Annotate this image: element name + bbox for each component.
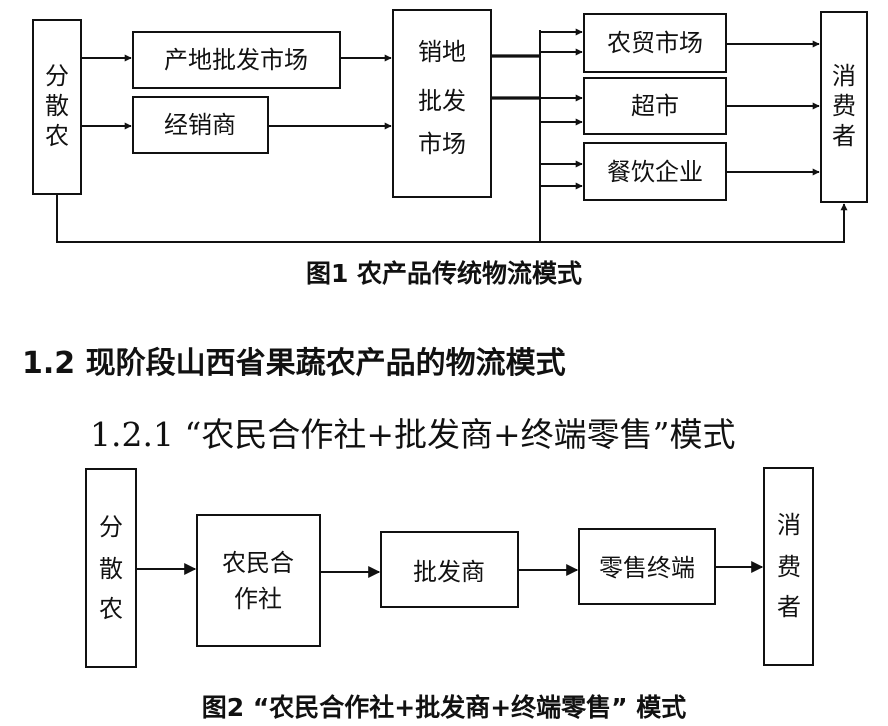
svg-text:批发: 批发 (418, 87, 466, 115)
svg-text:销地: 销地 (418, 38, 466, 66)
svg-text:分: 分 (45, 62, 69, 90)
section-heading: 1.2 现阶段山西省果蔬农产品的物流模式 (22, 346, 566, 381)
figure2-caption: 图2 “农民合作社+批发商+终端零售” 模式 (201, 693, 687, 722)
svg-text:超市: 超市 (631, 92, 679, 120)
fig2-box-cooperative: 农民合 作社 (196, 514, 321, 647)
svg-text:农贸市场: 农贸市场 (607, 29, 703, 57)
svg-text:餐饮企业: 餐饮企业 (607, 158, 703, 186)
svg-text:消: 消 (832, 62, 856, 90)
figure1-caption: 图1 农产品传统物流模式 (305, 259, 583, 288)
fig2-box-consumer: 消 费 者 (763, 467, 814, 666)
fig1-box-farmers-market: 农贸市场 (583, 13, 727, 73)
fig1-box-farmer: 分 散 农 (32, 19, 82, 195)
figure1: 分 散 农 产地批发市场 经销商 销地 批发 市场 农贸市场 超市 餐饮企业 (32, 9, 868, 243)
fig1-box-sales-market: 销地 批发 市场 (392, 9, 492, 198)
svg-text:者: 者 (777, 593, 801, 621)
figure2: 分 散 农 农民合 作社 批发商 零售终端 消 费 者 (85, 467, 814, 668)
svg-text:分: 分 (99, 513, 123, 541)
svg-text:农民合: 农民合 (222, 549, 294, 577)
svg-text:作社: 作社 (234, 585, 282, 613)
fig2-box-retail-terminal: 零售终端 (578, 528, 716, 605)
svg-text:农: 农 (45, 122, 69, 150)
subsection-heading: 1.2.1 “农民合作社+批发商+终端零售”模式 (90, 415, 736, 454)
fig1-box-origin-market: 产地批发市场 (132, 31, 341, 89)
svg-text:者: 者 (832, 122, 856, 150)
fig1-box-catering: 餐饮企业 (583, 142, 727, 201)
svg-text:消: 消 (777, 511, 801, 539)
svg-text:经销商: 经销商 (164, 111, 236, 139)
fig1-arrow-farmer-direct-consumer (56, 194, 848, 243)
fig1-box-supermarket: 超市 (583, 77, 727, 135)
svg-text:批发商: 批发商 (413, 558, 485, 586)
fig2-box-farmer: 分 散 农 (85, 468, 137, 668)
fig2-box-wholesaler: 批发商 (380, 531, 519, 608)
svg-text:农: 农 (99, 595, 123, 623)
svg-text:散: 散 (45, 92, 69, 120)
svg-text:零售终端: 零售终端 (599, 554, 695, 582)
fig1-box-distributor: 经销商 (132, 96, 269, 154)
svg-text:费: 费 (777, 553, 801, 581)
svg-text:产地批发市场: 产地批发市场 (164, 46, 308, 74)
fig1-box-consumer: 消 费 者 (820, 11, 868, 203)
svg-text:散: 散 (99, 555, 123, 583)
svg-text:市场: 市场 (418, 130, 466, 158)
svg-text:费: 费 (832, 92, 856, 120)
